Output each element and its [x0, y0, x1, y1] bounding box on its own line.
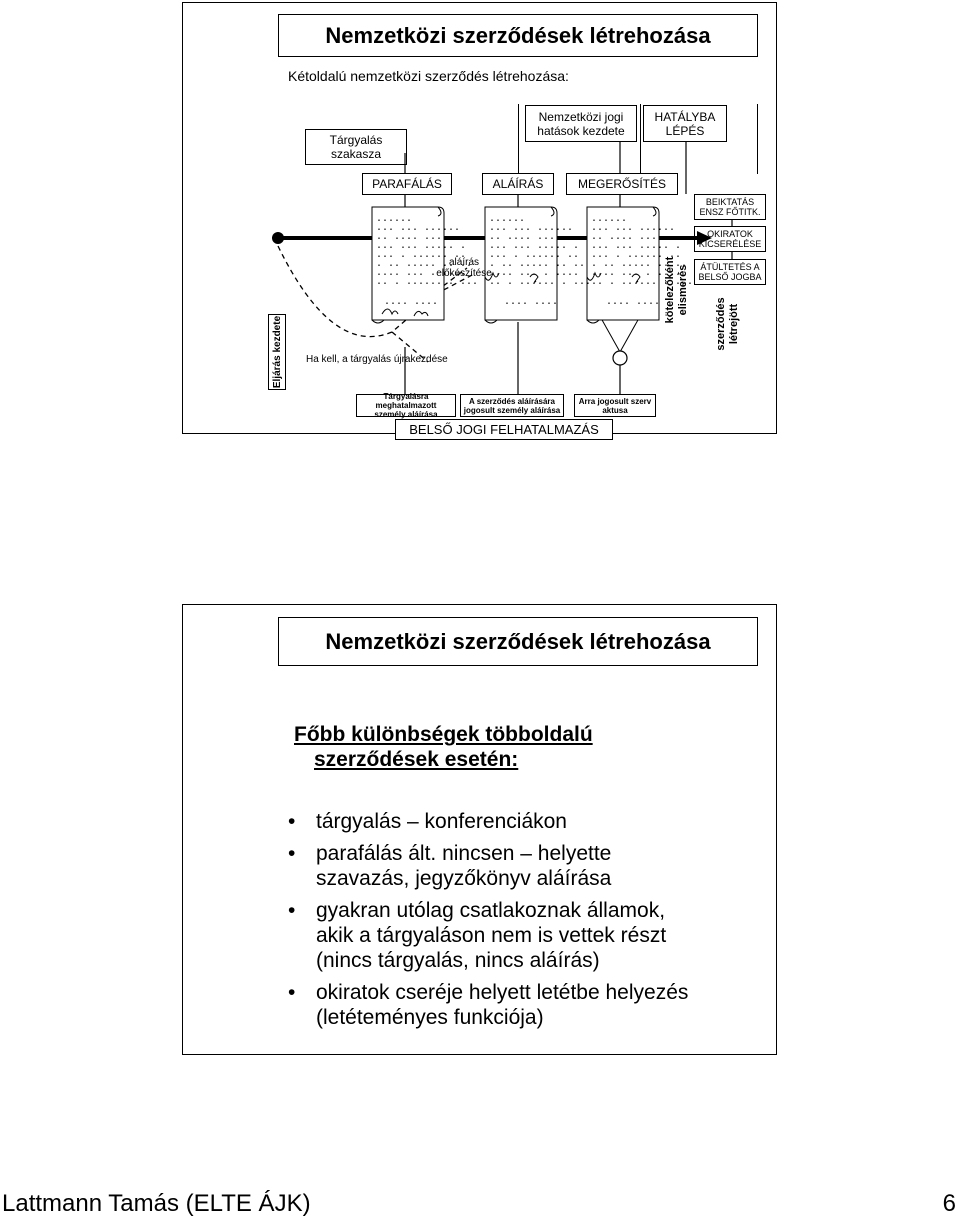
bullet-line: akik a tárgyaláson nem is vettek részt	[316, 924, 667, 947]
timeline-diagram	[272, 142, 733, 394]
bullet-item: • tárgyalás – konferenciákon	[284, 809, 754, 834]
seal-circle	[612, 350, 628, 366]
alairas-label: ALÁÍRÁS	[482, 173, 554, 195]
slide-2-bullet-list: • tárgyalás – konferenciákon • parafálás…	[284, 809, 754, 1037]
slide-2-heading: Főbb különbségek többoldalú szerződések …	[294, 722, 593, 772]
bullet-dot: •	[288, 981, 296, 1004]
bullet-line: okiratok cseréje helyett letétbe helyezé…	[316, 981, 689, 1004]
scroll-document-2	[484, 206, 558, 324]
footer-author: Lattmann Tamás (ELTE ÁJK)	[2, 1190, 311, 1217]
divider-line	[640, 104, 641, 174]
ujrakezdes-dashed-arc	[277, 245, 475, 338]
eljaras-kezdete-box: Eljárás kezdete	[268, 314, 286, 390]
scroll-1-text: ...... ... ... ...... .. .... ... ... ..…	[376, 214, 479, 288]
nemzetkozi-jogi-hatasok-box: Nemzetközi jogi hatások kezdete	[525, 105, 637, 142]
targyalas-szakasza-box: Tárgyalás szakasza	[305, 129, 407, 165]
scroll-3-text: ...... ... ... ...... .. .... ... ... ..…	[591, 214, 694, 288]
divider-line	[757, 104, 758, 174]
slide-1-title: Nemzetközi szerződések létrehozása	[278, 14, 758, 57]
slide-2-title: Nemzetközi szerződések létrehozása	[278, 617, 758, 666]
bullet-item: • parafálás ált. nincsen – helyette szav…	[284, 841, 754, 891]
bullet-line: (letéteményes funkciója)	[316, 1006, 544, 1029]
scroll-3-sign: .... ....	[606, 297, 661, 308]
szerzodes-alairasara-box: A szerződés aláírására jogosult személy …	[460, 394, 564, 417]
slide-2-heading-line-2: szerződések esetén:	[314, 748, 519, 771]
bullet-line: (nincs tárgyalás, nincs aláírás)	[316, 949, 600, 972]
slide-2-heading-line-1: Főbb különbségek többoldalú	[294, 723, 593, 746]
bullet-line: parafálás ált. nincsen – helyette	[316, 842, 612, 865]
ha-kell-label: Ha kell, a tárgyalás újrakezdése	[306, 354, 448, 365]
atultetes-box: ÁTÜLTETÉS A BELSŐ JOGBA	[694, 259, 766, 285]
beiktatas-box: BEIKTATÁS ENSZ FŐTITK.	[694, 194, 766, 220]
slide-2	[182, 604, 777, 1055]
megerosites-label: MEGERŐSÍTÉS	[566, 173, 678, 195]
timeline-start-dot	[272, 232, 284, 244]
alairas-elokeszitese-label: aláírás előkészítése	[436, 257, 492, 279]
bullet-dot: •	[288, 899, 296, 922]
scroll-2-text: ...... ... ... ...... .. .... ... ... ..…	[489, 214, 592, 288]
divider-line	[518, 104, 519, 174]
scroll-document-1	[371, 206, 445, 324]
scroll-1-sign: .... ....	[384, 297, 439, 308]
timeline-arrowhead	[697, 231, 712, 245]
slide-1-subtitle: Kétoldalú nemzetközi szerződés létrehozá…	[288, 68, 569, 84]
parafalas-label: PARAFÁLÁS	[362, 173, 452, 195]
scroll-document-3	[586, 206, 660, 324]
bullet-dot: •	[288, 810, 296, 833]
arra-jogosult-box: Arra jogosult szerv aktusa	[574, 394, 656, 417]
targyalasra-meghatalmazott-box: Tárgyalásra meghatalmazott személy aláír…	[356, 392, 456, 419]
bullet-item: • gyakran utólag csatlakoznak államok, a…	[284, 898, 754, 973]
bullet-line: tárgyalás – konferenciákon	[316, 810, 567, 833]
bullet-item: • okiratok cseréje helyett letétbe helye…	[284, 980, 754, 1030]
hatalyba-lepes-box: HATÁLYBA LÉPÉS	[643, 105, 727, 142]
bullet-line: gyakran utólag csatlakoznak államok,	[316, 899, 666, 922]
scroll-2-sign: .... ....	[504, 297, 559, 308]
belso-jogi-felhatalmazas-box: BELSŐ JOGI FELHATALMAZÁS	[395, 419, 613, 440]
bullet-line: szavazás, jegyzőkönyv aláírása	[316, 867, 612, 890]
footer-page-number: 6	[942, 1190, 956, 1217]
bullet-dot: •	[288, 842, 296, 865]
